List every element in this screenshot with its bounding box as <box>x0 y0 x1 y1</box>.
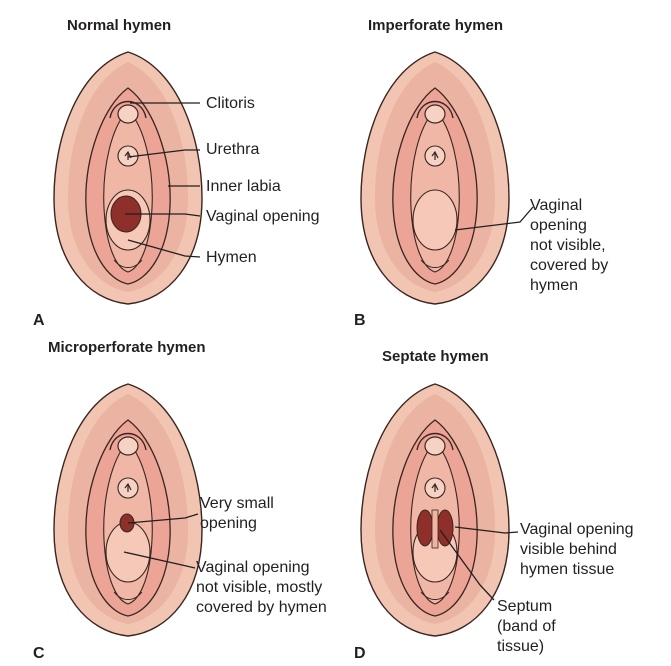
panel-a-letter: A <box>33 312 45 330</box>
illustration-c <box>48 380 208 640</box>
label-d-note-line: Vaginal opening <box>520 520 634 540</box>
illustration-d <box>355 380 515 640</box>
label-c-note-line: Vaginal opening <box>196 558 327 578</box>
small-opening-shape <box>120 514 134 532</box>
panel-d-letter: D <box>354 645 366 663</box>
label-c-small-opening-line: opening <box>200 514 274 534</box>
label-d-septum-line: Septum <box>497 597 556 617</box>
label-b-note-line: covered by <box>530 256 608 276</box>
clitoris-shape <box>118 105 138 123</box>
vaginal-opening-shape <box>111 196 141 232</box>
label-d-note-line: hymen tissue <box>520 560 634 580</box>
panel-a-title: Normal hymen <box>67 17 171 34</box>
septum-band <box>432 510 438 548</box>
panel-b-title: Imperforate hymen <box>368 17 503 34</box>
label-inner-labia: Inner labia <box>206 177 281 197</box>
label-b-note-line: not visible, <box>530 236 608 256</box>
label-b-note: Vaginal opening not visible, covered by … <box>530 196 608 296</box>
clitoris-shape <box>118 437 138 455</box>
clitoris-shape <box>425 437 445 455</box>
label-c-note: Vaginal opening not visible, mostly cove… <box>196 558 327 618</box>
label-urethra: Urethra <box>206 140 259 160</box>
label-c-note-line: not visible, mostly <box>196 578 327 598</box>
panel-c-title: Microperforate hymen <box>48 339 206 356</box>
panel-c-letter: C <box>33 645 45 663</box>
label-clitoris: Clitoris <box>206 94 255 114</box>
label-hymen: Hymen <box>206 248 257 268</box>
panel-d-title: Septate hymen <box>382 348 489 365</box>
label-b-note-line: hymen <box>530 276 608 296</box>
label-vaginal-opening: Vaginal opening <box>206 207 320 227</box>
label-d-note: Vaginal opening visible behind hymen tis… <box>520 520 634 580</box>
left-opening-shape <box>417 510 433 546</box>
label-c-small-opening: Very small opening <box>200 494 274 534</box>
label-d-septum-line: tissue) <box>497 637 556 657</box>
illustration-a <box>48 48 208 308</box>
label-b-note-line: Vaginal <box>530 196 608 216</box>
label-c-note-line: covered by hymen <box>196 598 327 618</box>
label-d-septum: Septum (band of tissue) <box>497 597 556 657</box>
illustration-b <box>355 48 515 308</box>
clitoris-shape <box>425 105 445 123</box>
right-opening-shape <box>437 510 453 546</box>
hymen-shape <box>413 190 457 250</box>
label-d-note-line: visible behind <box>520 540 634 560</box>
label-d-septum-line: (band of <box>497 617 556 637</box>
label-b-note-line: opening <box>530 216 608 236</box>
panel-b-letter: B <box>354 312 366 330</box>
label-c-small-opening-line: Very small <box>200 494 274 514</box>
